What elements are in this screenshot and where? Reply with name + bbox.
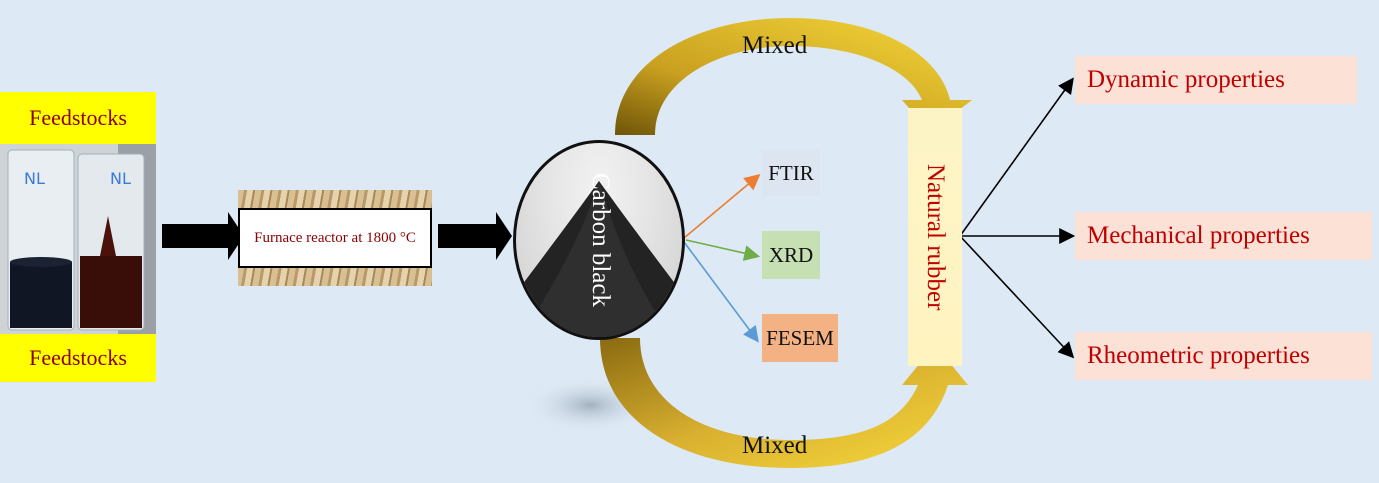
arrow-feed-to-reactor: [162, 212, 244, 260]
dynamic-properties-box: Dynamic properties: [1075, 56, 1357, 104]
beakers-image: NL NL: [0, 144, 156, 334]
carbon-black-label: Carbon black: [587, 173, 614, 307]
arrow-to-fesem: [683, 241, 759, 343]
mixed-bottom-arrow: [600, 338, 968, 468]
arrow-to-dynamic: [959, 77, 1074, 237]
reactor-label: Furnace reactor at 1800 °C: [238, 208, 432, 268]
xrd-box: XRD: [762, 231, 820, 279]
natural-rubber-label: Natural rubber: [922, 163, 949, 311]
arrow-reactor-to-carbon: [438, 212, 512, 260]
arrow-to-xrd: [685, 239, 761, 261]
natural-rubber-bar: [908, 108, 962, 366]
feedstocks-bottom-label: Feedstocks: [0, 334, 156, 382]
mixed-bottom-label: Mixed: [742, 432, 808, 459]
svg-text:NL: NL: [24, 169, 45, 188]
arrow-to-ftir: [683, 173, 761, 239]
reactor-bottom-wall: [238, 268, 432, 286]
rheometric-properties-box: Rheometric properties: [1075, 332, 1372, 380]
carbon-pile-image: [516, 181, 682, 337]
mixed-top-label: Mixed: [742, 32, 808, 59]
feedstocks-photo: NL NL: [0, 144, 156, 334]
feedstocks-top-label: Feedstocks: [0, 92, 156, 144]
mechanical-properties-box: Mechanical properties: [1075, 212, 1372, 260]
arrow-to-rheometric: [959, 235, 1075, 359]
carbon-black-circle: [513, 140, 685, 340]
reactor-top-wall: [238, 190, 432, 208]
svg-text:NL: NL: [110, 169, 131, 188]
ftir-box: FTIR: [762, 150, 820, 196]
mixed-top-arrow: [615, 18, 972, 135]
fesem-box: FESEM: [762, 314, 838, 362]
